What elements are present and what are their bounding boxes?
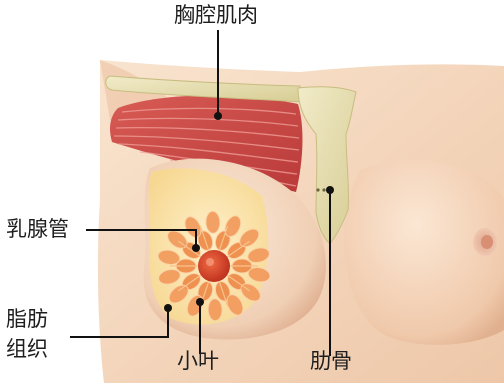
label-rib: 肋骨: [310, 351, 352, 372]
nipple: [198, 250, 230, 282]
label-lobule: 小叶: [177, 351, 219, 372]
lobule-petal: [208, 299, 223, 321]
label-milk-duct: 乳腺管: [6, 219, 69, 240]
label-pectoral-muscle: 胸腔肌肉: [174, 5, 258, 26]
label-fat-tissue: 脂肪组织: [6, 304, 52, 365]
left-nipple: [481, 235, 493, 249]
lobule-petal: [206, 211, 221, 233]
